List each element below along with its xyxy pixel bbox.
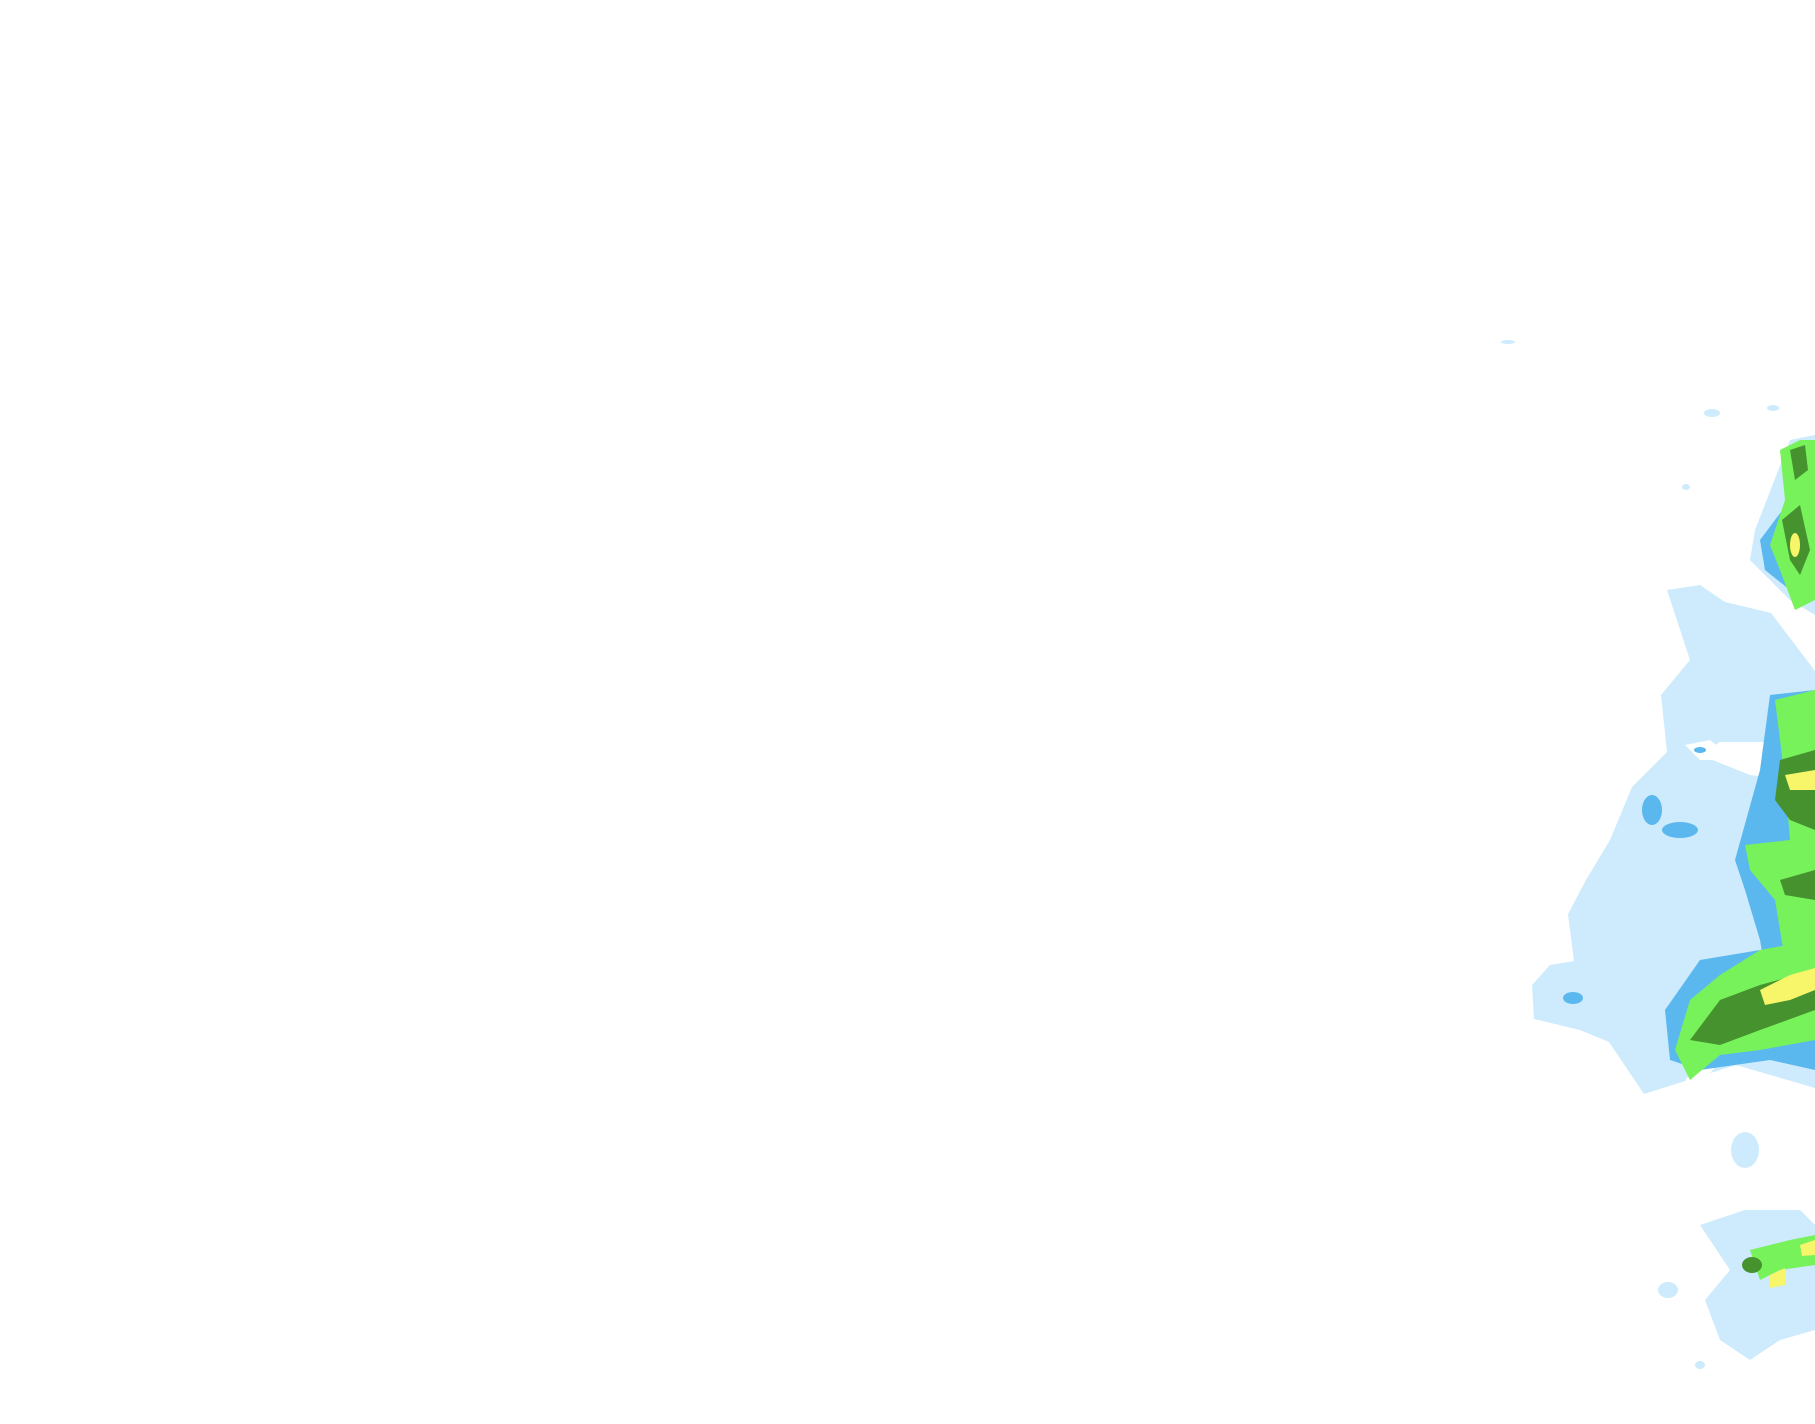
precip-cell bbox=[1694, 747, 1706, 753]
precip-cell bbox=[1790, 445, 1808, 480]
precip-cell bbox=[1800, 1240, 1815, 1256]
precip-cell bbox=[1704, 409, 1720, 417]
precip-area-south bbox=[1700, 1210, 1815, 1360]
precip-cell bbox=[1780, 870, 1815, 900]
precip-cell bbox=[1563, 992, 1583, 1004]
precip-cell bbox=[1785, 770, 1815, 790]
precip-cell bbox=[1658, 1282, 1678, 1298]
precip-cell bbox=[1682, 484, 1690, 490]
precip-cell bbox=[1770, 1268, 1785, 1288]
precip-cell bbox=[1642, 795, 1662, 825]
precip-cell bbox=[1790, 533, 1800, 557]
precip-cell bbox=[1501, 340, 1515, 344]
precip-cell bbox=[1731, 1132, 1759, 1168]
precip-cell bbox=[1767, 405, 1779, 411]
precipitation-yellow-layer bbox=[1760, 533, 1815, 1288]
precip-cell bbox=[1750, 1235, 1815, 1280]
precip-cell bbox=[1760, 968, 1815, 1005]
precip-cell bbox=[1742, 1257, 1762, 1273]
precip-cell bbox=[1695, 1361, 1705, 1369]
precip-cell bbox=[1662, 822, 1698, 838]
